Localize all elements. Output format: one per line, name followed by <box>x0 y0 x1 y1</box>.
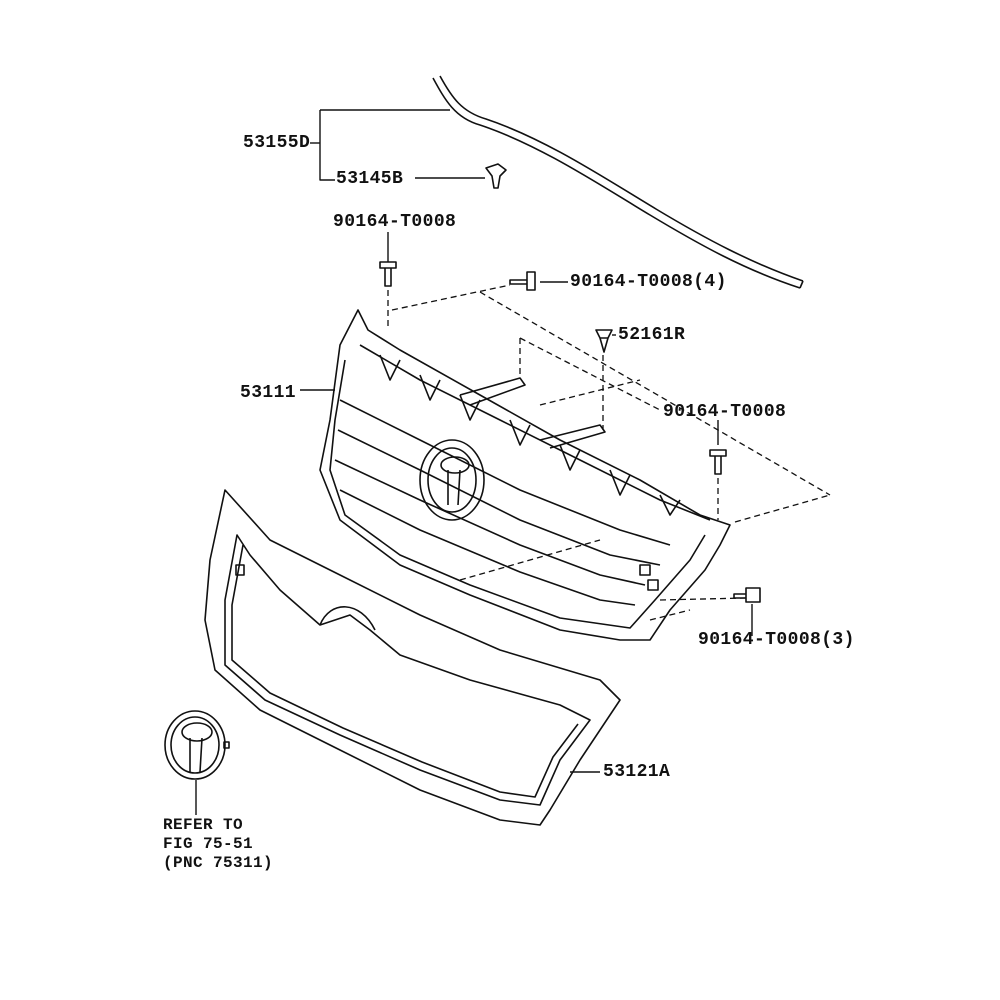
callout-90164-3: 90164-T0008(3) <box>698 630 855 650</box>
reference-note: REFER TO FIG 75-51 (PNC 75311) <box>163 816 273 873</box>
emblem-part <box>164 710 230 780</box>
callout-53111: 53111 <box>240 383 297 403</box>
callout-53155d: 53155D <box>243 133 311 153</box>
bezel-part <box>204 489 621 826</box>
callout-52161r: 52161R <box>618 325 686 345</box>
assembly-dashed-lines <box>387 284 831 621</box>
weatherstrip-part <box>432 75 804 289</box>
grille-part <box>319 309 731 641</box>
reference-line-3: (PNC 75311) <box>163 854 274 872</box>
callout-90164-top: 90164-T0008 <box>333 212 457 232</box>
callout-90164-right: 90164-T0008 <box>663 402 787 422</box>
callout-53145b: 53145B <box>336 169 404 189</box>
callout-90164-4: 90164-T0008(4) <box>570 272 727 292</box>
reference-line-1: REFER TO <box>163 816 244 834</box>
callout-53121a: 53121A <box>603 762 671 782</box>
fastener-icons <box>379 163 761 603</box>
grille-emblem <box>419 439 485 521</box>
reference-line-2: FIG 75-51 <box>163 835 254 853</box>
leader-lines <box>195 109 753 815</box>
